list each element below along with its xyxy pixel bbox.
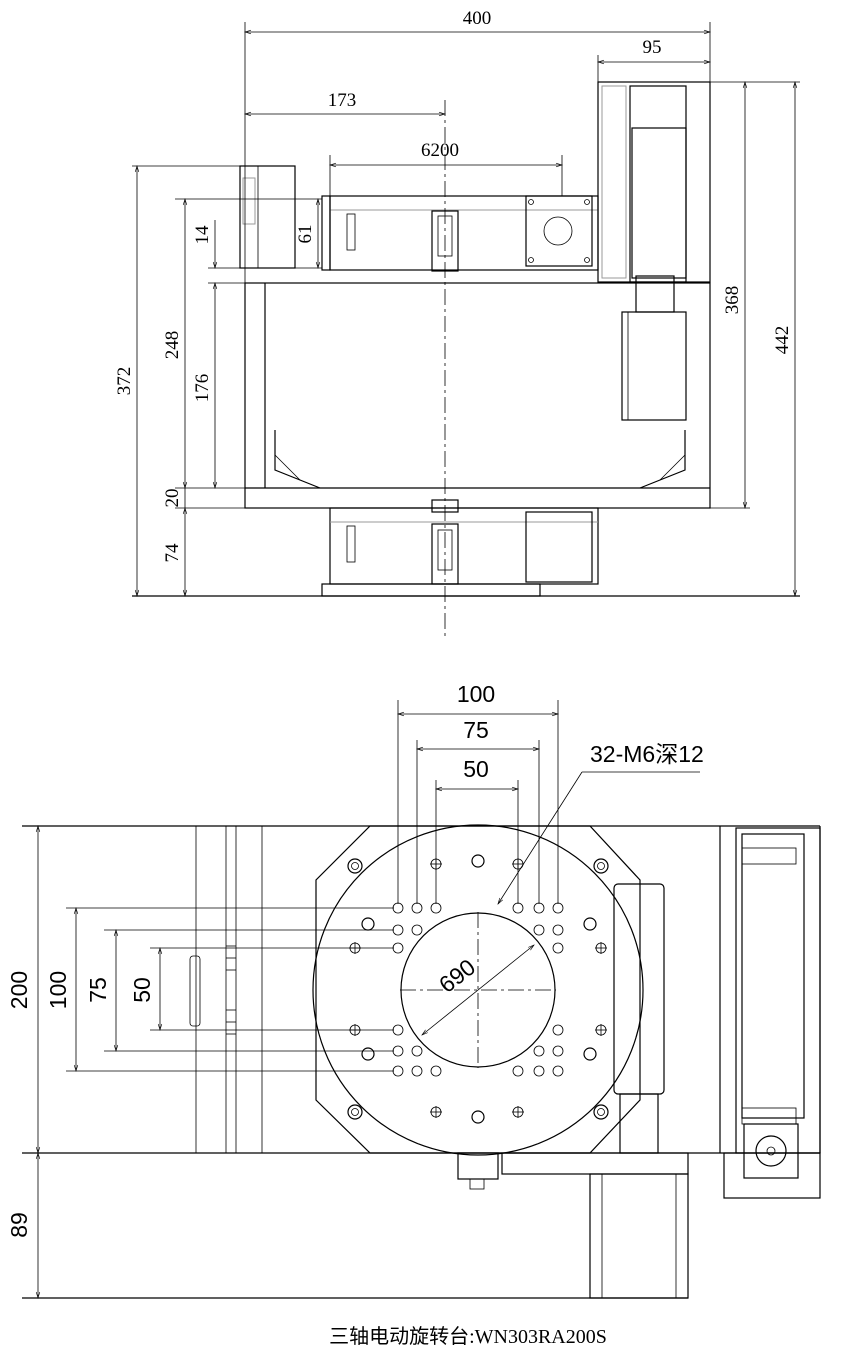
dim-372: 372 [114,367,135,396]
dim-248: 248 [162,331,183,360]
callout-label: 32-M6深12 [590,741,704,767]
dim-74: 74 [162,543,183,563]
bottom-extension-lines [66,700,559,1072]
top-right-motor [597,81,711,421]
dim-50-vertical: 50 [129,977,155,1003]
drawing-caption: 三轴电动旋转台:WN303RA200S [329,1325,607,1348]
rotary-table-outer [312,824,644,1156]
top-dimension-lines [134,29,798,598]
dim-368: 368 [722,286,743,315]
dim-100-horizontal: 100 [457,681,495,707]
top-view: 400 95 173 6200 61 14 248 176 372 20 74 … [114,8,800,640]
bottom-base-plate [22,825,821,1299]
dim-14: 14 [192,225,213,245]
bottom-lower-mechanism [457,1152,689,1299]
bottom-right-motor [719,826,821,1199]
dim-400: 400 [463,8,492,29]
dim-20: 20 [162,489,183,508]
dim-75-vertical: 75 [85,977,111,1003]
dim-61: 61 [295,225,316,244]
dim-173: 173 [328,90,357,111]
top-left-bracket [239,165,296,269]
top-main-frame [244,282,711,509]
dim-176: 176 [192,374,213,403]
top-extension-lines [132,22,800,509]
corner-screws [347,858,609,1120]
dim-95: 95 [643,37,662,58]
dim-442: 442 [772,326,793,355]
top-upper-stage [321,195,599,272]
left-tab-marks [226,945,236,1035]
top-lower-stage [321,499,599,597]
dim-690-diameter: 690 [434,954,480,998]
dim-50-horizontal: 50 [463,756,489,782]
dim-75-horizontal: 75 [463,717,489,743]
dim-89: 89 [6,1212,32,1238]
dim-100-vertical: 100 [45,971,71,1009]
bottom-view: 100 75 50 32-M6深12 200 89 100 75 50 690 [6,681,821,1300]
dim-6200: 6200 [421,140,459,161]
dim-200: 200 [6,971,32,1009]
bottom-dimension-lines [35,711,560,1300]
callout-leader [497,771,700,905]
